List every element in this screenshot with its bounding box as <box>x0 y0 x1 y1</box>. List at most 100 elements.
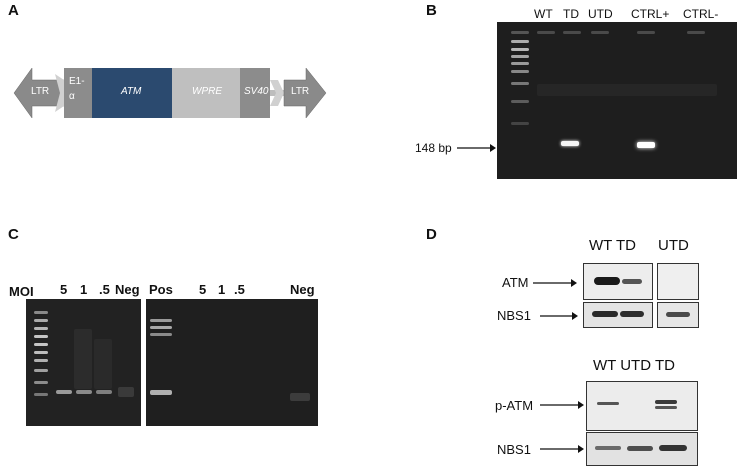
ladder-band <box>511 40 529 43</box>
gel-b-well <box>591 31 609 34</box>
gel-b-well <box>511 31 529 34</box>
ladder-band <box>34 335 48 338</box>
wb-band <box>659 445 687 451</box>
ladder-band <box>34 359 48 362</box>
wb-band <box>592 311 618 317</box>
gel-c-smear <box>74 329 92 389</box>
gel-b-band-td <box>561 141 579 146</box>
wb-band <box>620 311 644 317</box>
ladder-band <box>34 381 48 384</box>
wb-band <box>594 277 620 285</box>
gel-c-right-lane-5: 5 <box>199 282 207 297</box>
gel-b-lane-wt: WT <box>534 7 553 21</box>
pos-band <box>150 333 172 336</box>
ladder-band <box>34 311 48 314</box>
blot-top-lanes-wt-td: WT TD <box>589 237 636 254</box>
gel-b-well <box>563 31 581 34</box>
ltr-left-chevron <box>55 74 64 112</box>
ladder-band <box>511 100 529 103</box>
blot-top-lane-utd: UTD <box>658 237 689 254</box>
gel-c-band-moi-05 <box>96 390 112 394</box>
blot-patm <box>586 381 698 431</box>
ltr-right-label: LTR <box>291 86 310 97</box>
promoter-box <box>64 68 92 118</box>
moi-label: MOI <box>9 284 34 299</box>
ltr-right-arrow <box>283 67 327 119</box>
marker-label-148bp: 148 bp <box>415 141 452 155</box>
gel-c-left-lane-5: 5 <box>60 282 68 297</box>
ladder-band <box>34 343 48 346</box>
ltr-left-label: LTR <box>31 86 50 97</box>
pos-band <box>150 319 172 322</box>
panel-letter-a: A <box>8 2 19 19</box>
gel-c-right-lane-neg: Neg <box>290 282 315 297</box>
wb-band <box>597 402 619 405</box>
gel-b-well <box>537 31 555 34</box>
gel-c-right <box>146 299 318 426</box>
ladder-band <box>511 122 529 125</box>
wb-band <box>655 400 677 404</box>
blot-row-patm: p-ATM <box>495 398 534 413</box>
blot-nbs1-top-right <box>657 302 699 328</box>
ladder-band <box>511 82 529 85</box>
wpre-label: WPRE <box>192 86 222 97</box>
gel-c-band-moi-5 <box>56 390 72 394</box>
blot-arrow-nbs1-bottom <box>540 445 584 453</box>
ladder-band <box>34 393 48 396</box>
sv40-label: SV40 <box>244 86 269 97</box>
gel-b <box>497 22 737 179</box>
wb-band <box>627 446 653 451</box>
panel-letter-d: D <box>426 226 437 243</box>
marker-arrow <box>457 144 496 152</box>
neg-smear <box>290 393 310 401</box>
pos-band <box>150 326 172 329</box>
gel-b-well <box>687 31 705 34</box>
sv40-box <box>240 68 270 118</box>
wb-band <box>622 279 642 284</box>
panel-letter-b: B <box>426 2 437 19</box>
gel-b-band-ctrl-pos <box>637 142 655 148</box>
gel-c-smear <box>94 339 112 389</box>
wb-band <box>655 406 677 409</box>
gel-b-smear <box>537 84 717 96</box>
promoter-label: E1- α <box>69 76 85 102</box>
ladder-band <box>511 70 529 73</box>
gel-c-left-lane-05: .5 <box>99 282 110 297</box>
vector-construct-diagram <box>13 67 327 119</box>
gel-c-left-lane-1: 1 <box>80 282 88 297</box>
blot-arrow-nbs1-top <box>540 312 578 320</box>
gel-c-right-lane-05: .5 <box>234 282 245 297</box>
blot-atm-right <box>657 263 699 300</box>
gel-c-band-moi-1 <box>76 390 92 394</box>
gel-b-lane-ctrl-pos: CTRL+ <box>631 7 670 21</box>
wb-band <box>595 446 621 450</box>
ladder-band <box>34 327 48 330</box>
panel-letter-c: C <box>8 226 19 243</box>
gel-c-left-lane-neg: Neg <box>115 282 140 297</box>
ladder-band <box>511 48 529 51</box>
gel-c-smear-neg <box>118 387 134 397</box>
blot-row-nbs1-top: NBS1 <box>497 308 531 323</box>
blot-nbs1-top-left <box>583 302 653 328</box>
gel-c-right-lane-pos: Pos <box>149 282 173 297</box>
wpre-box <box>172 68 240 118</box>
ladder-band <box>34 319 48 322</box>
atm-gene-box <box>92 68 172 118</box>
blot-bottom-lanes: WT UTD TD <box>593 357 675 374</box>
ladder-band <box>511 62 529 65</box>
gel-b-lane-ctrl-neg: CTRL- <box>683 7 719 21</box>
atm-label: ATM <box>121 86 142 97</box>
gel-b-well <box>637 31 655 34</box>
blot-atm-left <box>583 263 653 300</box>
blot-row-nbs1-bottom: NBS1 <box>497 442 531 457</box>
blot-nbs1-bottom <box>586 432 698 466</box>
gel-c-left <box>26 299 141 426</box>
gel-b-lane-utd: UTD <box>588 7 613 21</box>
ladder-band <box>34 369 48 372</box>
gel-b-lane-td: TD <box>563 7 579 21</box>
ladder-band <box>34 351 48 354</box>
ladder-band <box>511 55 529 58</box>
blot-arrow-patm <box>540 401 584 409</box>
wb-band <box>666 312 690 317</box>
ltr-right-chevron <box>270 80 284 106</box>
